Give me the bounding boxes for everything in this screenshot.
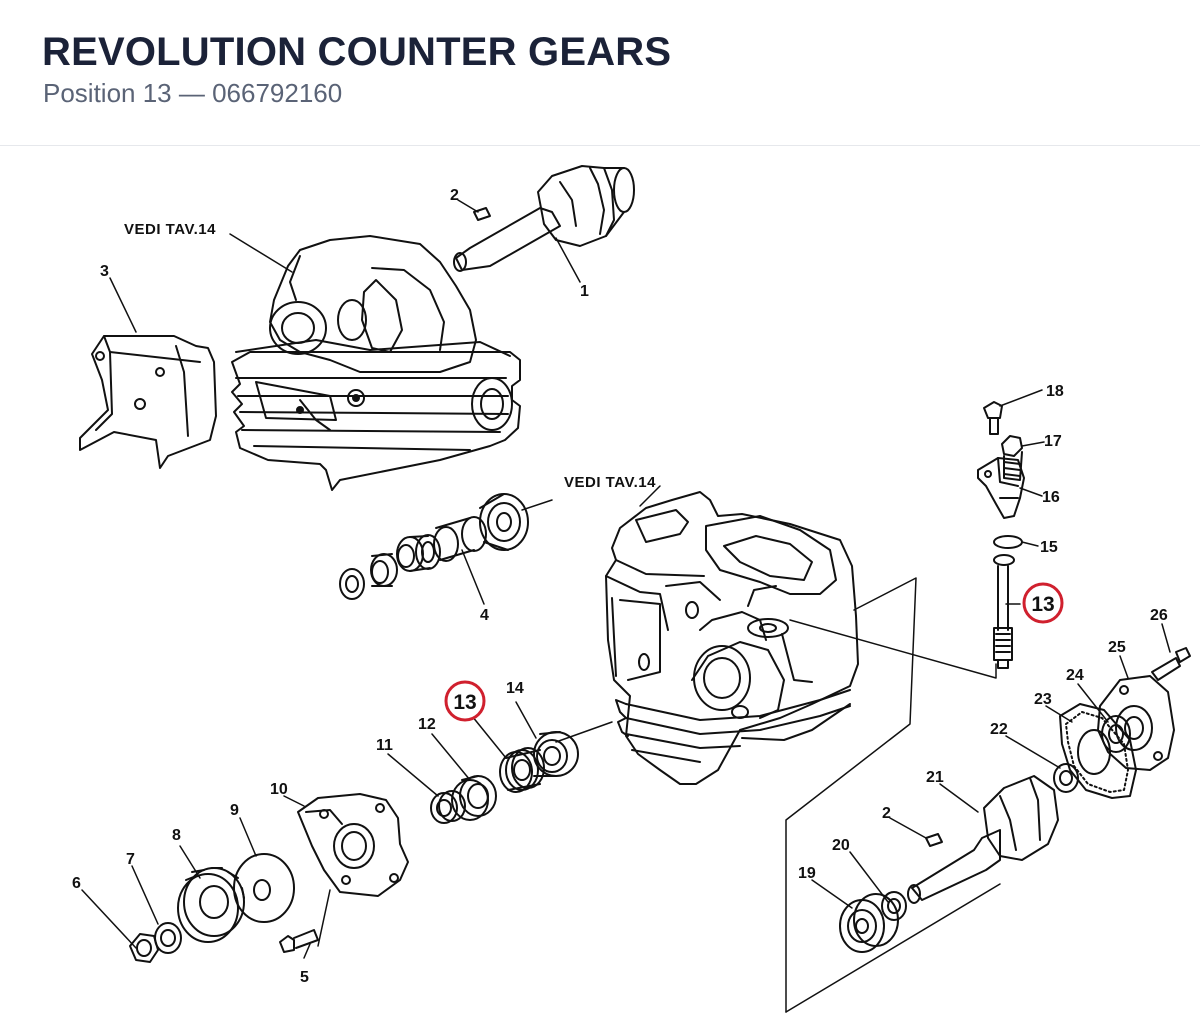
callout-5: 5 — [300, 969, 309, 986]
page-header: REVOLUTION COUNTER GEARS Position 13 — 0… — [0, 0, 1200, 146]
callout-10: 10 — [270, 781, 288, 798]
callout-21: 21 — [926, 769, 944, 786]
highlight-13-left[interactable]: 13 — [444, 680, 486, 722]
part-12-bearing-drawing — [451, 775, 497, 821]
part-25-cover-drawing — [1097, 675, 1175, 771]
callout-13-right: 13 — [1031, 593, 1054, 616]
callout-6: 6 — [72, 875, 81, 892]
callout-8: 8 — [172, 827, 181, 844]
part-20-ring-drawing — [881, 891, 907, 921]
part-4-bearing-set-drawing — [339, 493, 529, 600]
part-26-screw-drawing — [1151, 647, 1191, 681]
part-5-screw-drawing — [279, 929, 319, 953]
callout-13-left: 13 — [453, 691, 476, 714]
callout-12: 12 — [418, 716, 436, 733]
callout-26: 26 — [1150, 607, 1168, 624]
part-1-camshaft-drawing — [453, 165, 635, 272]
callout-18: 18 — [1046, 383, 1064, 400]
part-11-ring-drawing — [430, 790, 466, 824]
page-title: REVOLUTION COUNTER GEARS — [42, 30, 672, 74]
callout-11: 11 — [376, 737, 393, 754]
callout-numbers: 1 2 3 4 5 6 7 8 9 10 11 12 14 15 16 17 1… — [72, 187, 1168, 986]
callout-3: 3 — [100, 263, 109, 280]
callout-4: 4 — [480, 607, 489, 624]
part-10-flange-drawing — [297, 793, 409, 897]
callout-24: 24 — [1066, 667, 1084, 684]
part-18-screw-drawing — [983, 401, 1003, 435]
callout-19: 19 — [798, 865, 816, 882]
callout-2-upper: 2 — [450, 187, 459, 204]
part-21-camshaft-drawing — [907, 775, 1059, 904]
reference-label-lower: VEDI TAV.14 — [564, 474, 656, 491]
part-8-gear-drawing — [177, 867, 245, 943]
part-22-ring-drawing — [1053, 763, 1079, 793]
leader-lines — [81, 199, 1171, 959]
page-subtitle: Position 13 — 066792160 — [43, 78, 343, 108]
part-2-key-drawing — [925, 833, 943, 847]
part-13-shaft-drawing — [993, 554, 1015, 669]
reference-label-upper: VEDI TAV.14 — [124, 221, 216, 238]
exploded-parts-drawing: VEDI TAV.14 VEDI TAV.14 1 2 3 4 5 6 7 8 … — [72, 165, 1191, 1013]
callout-20: 20 — [832, 837, 850, 854]
callout-1: 1 — [580, 283, 589, 300]
part-14-bearing-drawing — [533, 731, 579, 777]
part-9-washer-drawing — [233, 853, 295, 923]
lower-cylinder-head-drawing — [605, 491, 859, 785]
part-7-washer-drawing — [154, 922, 182, 954]
part-15-ring-drawing — [993, 535, 1023, 549]
upper-cylinder-head-drawing — [231, 235, 521, 491]
callout-22: 22 — [990, 721, 1008, 738]
callout-16: 16 — [1042, 489, 1060, 506]
callout-25: 25 — [1108, 639, 1126, 656]
callout-17: 17 — [1044, 433, 1062, 450]
part-13-gear-drawing — [499, 747, 545, 793]
part-6-nut-drawing — [129, 933, 159, 963]
exploded-diagram: VEDI TAV.14 VEDI TAV.14 1 2 3 4 5 6 7 8 … — [0, 146, 1200, 1016]
callout-2-lower: 2 — [882, 805, 891, 822]
callout-14: 14 — [506, 680, 524, 697]
callout-7: 7 — [126, 851, 135, 868]
highlight-13-right[interactable]: 13 — [1022, 582, 1064, 624]
part-3-cover-drawing — [79, 335, 217, 469]
callout-9: 9 — [230, 802, 239, 819]
part-16-bushing-drawing — [977, 457, 1025, 519]
callout-15: 15 — [1040, 539, 1058, 556]
part-17-nut-drawing — [1001, 435, 1023, 481]
callout-23: 23 — [1034, 691, 1052, 708]
